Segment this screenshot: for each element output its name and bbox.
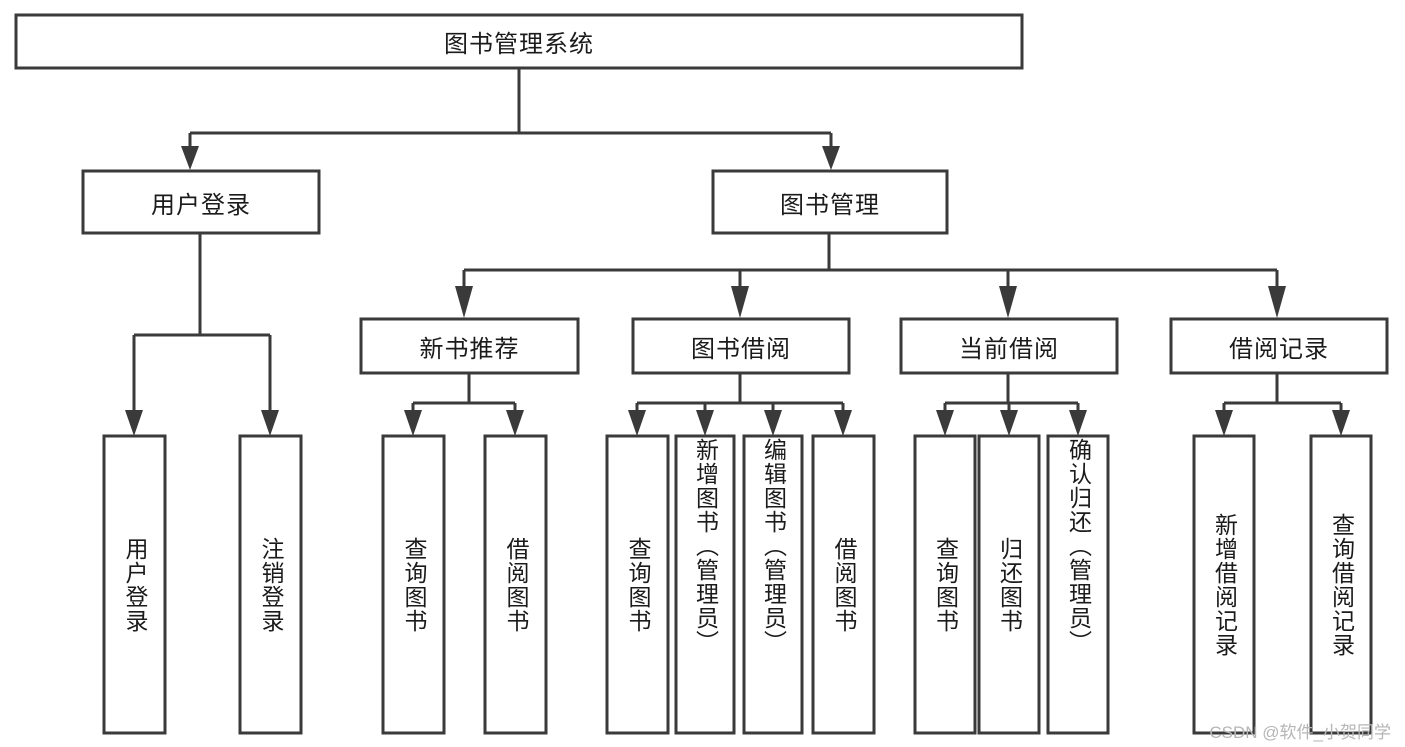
arrow-head-leaf-logout — [261, 410, 279, 436]
arrow-head-cb-return-book — [1000, 410, 1018, 436]
arrow-head-leaf-user-login — [125, 410, 143, 436]
connector-layer — [125, 68, 1350, 436]
node-box-leaf-cb-confirm-return[interactable] — [1046, 434, 1110, 735]
node-box-leaf-nb-borrow-book[interactable] — [483, 434, 548, 735]
node-box-book-borrow[interactable] — [631, 317, 851, 375]
node-box-leaf-logout[interactable] — [238, 434, 303, 735]
node-box-leaf-cb-query-book[interactable] — [913, 434, 977, 735]
arrow-head-book-borrow — [731, 286, 749, 318]
node-box-leaf-bb-borrow-book[interactable] — [811, 434, 876, 735]
arrow-head-book-manage — [822, 146, 840, 170]
node-box-borrow-record[interactable] — [1169, 317, 1389, 375]
node-box-leaf-bb-add-book[interactable] — [674, 434, 736, 735]
arrow-head-bb-edit-book — [764, 410, 782, 436]
node-box-user-login[interactable] — [81, 169, 321, 235]
node-box-new-book-recommend[interactable] — [359, 317, 580, 375]
arrow-head-bb-borrow-book — [834, 410, 852, 436]
arrow-head-nb-borrow-book — [506, 410, 524, 436]
arrow-head-user-login — [181, 146, 199, 170]
arrow-head-cb-query-book — [936, 410, 954, 436]
node-box-leaf-br-query-record[interactable] — [1309, 434, 1373, 735]
node-box-root[interactable] — [14, 13, 1024, 70]
node-box-current-borrow[interactable] — [899, 317, 1119, 375]
node-box-book-manage[interactable] — [711, 169, 949, 235]
arrow-head-bb-query-book — [628, 410, 646, 436]
arrow-head-current-borrow — [999, 286, 1017, 318]
node-box-leaf-br-add-record[interactable] — [1192, 434, 1256, 735]
arrow-head-bb-add-book — [696, 410, 714, 436]
node-box-leaf-bb-edit-book[interactable] — [742, 434, 804, 735]
arrow-head-nb-query-book — [404, 410, 422, 436]
arrow-head-new-book-recommend — [455, 286, 473, 318]
arrow-head-cb-confirm-return — [1069, 410, 1087, 436]
arrow-head-br-add-record — [1215, 410, 1233, 436]
node-box-leaf-user-login[interactable] — [102, 434, 167, 735]
node-box-layer — [14, 13, 1389, 735]
arrow-head-borrow-record — [1268, 286, 1286, 318]
node-box-leaf-bb-query-book[interactable] — [605, 434, 670, 735]
node-box-leaf-nb-query-book[interactable] — [381, 434, 446, 735]
node-box-leaf-cb-return-book[interactable] — [977, 434, 1041, 735]
arrow-head-br-query-record — [1332, 410, 1350, 436]
